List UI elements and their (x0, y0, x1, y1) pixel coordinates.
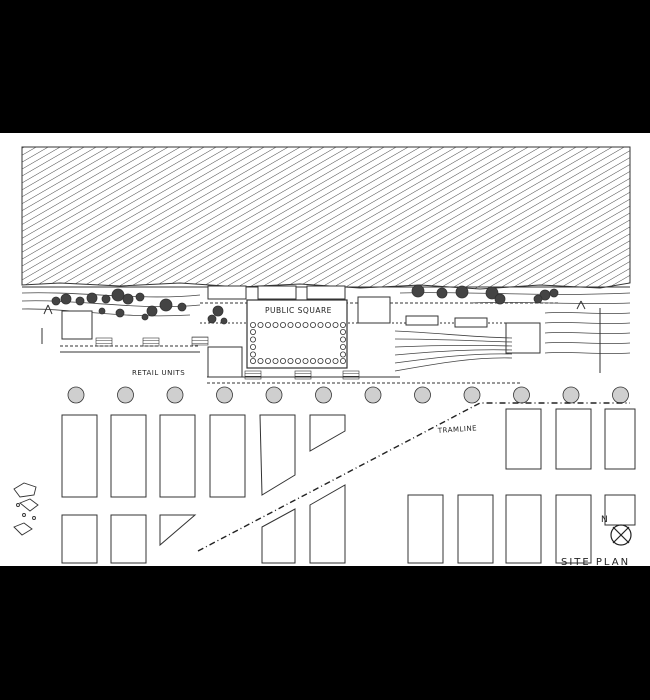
square-tree-icon (272, 357, 279, 364)
square-tree-icon (249, 357, 256, 364)
square-tree-icon (249, 336, 256, 343)
square-tree-icon (317, 357, 324, 364)
tramline-label: TRAMLINE (437, 424, 478, 435)
fanned-paving (394, 312, 631, 372)
street-tree-icon (364, 386, 382, 404)
tramline-route (197, 402, 630, 552)
square-tree-icon (294, 321, 301, 328)
square-tree-icon (339, 343, 346, 350)
square-tree-grid (249, 321, 346, 364)
tree-canopy-icon (549, 288, 559, 298)
square-tree-icon (264, 357, 271, 364)
square-tree-icon (339, 328, 346, 335)
tree-canopy-icon (539, 289, 551, 301)
square-tree-icon (264, 321, 271, 328)
tree-canopy-icon (60, 293, 72, 305)
square-tree-icon (272, 321, 279, 328)
square-tree-icon (339, 357, 346, 364)
rock-cluster-icon (13, 482, 39, 536)
square-tree-icon (279, 357, 286, 364)
square-tree-icon (309, 357, 316, 364)
square-tree-icon (279, 321, 286, 328)
street-tree-icon (265, 386, 283, 404)
public-square (246, 299, 348, 369)
tree-canopy-icon (159, 298, 173, 312)
square-tree-icon (294, 357, 301, 364)
street-tree-icon (117, 386, 134, 404)
tree-canopy-icon (220, 317, 228, 325)
square-tree-icon (339, 351, 346, 358)
street-tree-icon (216, 386, 233, 404)
tree-canopy-icon (146, 305, 158, 317)
site-plan-sheet: N PUBLIC SQUARE RETAIL UNITS TRAMLINE SI… (0, 133, 650, 566)
street-tree-row (67, 386, 629, 404)
street-tree-icon (414, 386, 431, 404)
tree-canopy-icon (75, 296, 85, 306)
square-tree-icon (309, 321, 316, 328)
tree-canopy-icon (135, 292, 145, 302)
tree-canopy-icon (533, 294, 543, 304)
square-tree-icon (257, 321, 264, 328)
tree-canopy-icon (51, 296, 61, 306)
square-tree-icon (332, 357, 339, 364)
pavilion-blocks (61, 296, 541, 378)
square-tree-icon (257, 357, 264, 364)
tree-canopy-icon (411, 284, 425, 298)
edge-ticks (41, 300, 601, 373)
square-tree-icon (249, 351, 256, 358)
street-tree-icon (513, 386, 530, 404)
square-tree-icon (287, 357, 294, 364)
public-square-label: PUBLIC SQUARE (265, 306, 332, 315)
square-tree-icon (249, 343, 256, 350)
street-tree-icon (562, 386, 580, 404)
north-arrow-icon (610, 524, 632, 546)
square-tree-icon (317, 321, 324, 328)
retail-units-label: RETAIL UNITS (132, 369, 185, 377)
square-tree-icon (249, 328, 256, 335)
square-tree-icon (339, 336, 346, 343)
square-tree-icon (332, 321, 339, 328)
tree-canopy-icon (111, 288, 125, 302)
tree-canopy-icon (494, 293, 506, 305)
site-plan-title: SITE PLAN (561, 557, 630, 566)
river-hatch-area (21, 146, 631, 290)
square-tree-icon (302, 321, 309, 328)
riverfront-pavilions (207, 285, 488, 328)
tree-canopy-icon (485, 286, 499, 300)
street-tree-icon (463, 386, 481, 404)
city-blocks (61, 408, 636, 564)
tree-canopy-icon (212, 305, 224, 317)
tree-canopy-icon (122, 293, 134, 305)
tree-canopy-icon (436, 287, 448, 299)
retail-units (95, 336, 360, 380)
site-plan-drawing: N PUBLIC SQUARE RETAIL UNITS TRAMLINE SI… (13, 146, 636, 566)
north-label: N (601, 515, 608, 525)
tree-canopy-icon (207, 314, 217, 324)
square-tree-icon (249, 321, 256, 328)
tree-canopy-icon (115, 308, 125, 318)
tree-canopy-icon (141, 313, 149, 321)
tree-canopy-icon (101, 294, 111, 304)
square-tree-icon (324, 357, 331, 364)
tree-canopy-icon (86, 292, 98, 304)
tree-canopy-icon (98, 307, 106, 315)
tree-canopy-icon (455, 285, 469, 299)
square-tree-icon (324, 321, 331, 328)
street-tree-icon (612, 386, 629, 404)
square-tree-icon (302, 357, 309, 364)
street-tree-icon (315, 386, 332, 404)
street-tree-icon (166, 386, 184, 404)
square-tree-icon (339, 321, 346, 328)
square-tree-icon (287, 321, 294, 328)
tree-canopy-group (51, 284, 559, 325)
tree-canopy-icon (177, 302, 187, 312)
street-tree-icon (67, 386, 85, 404)
